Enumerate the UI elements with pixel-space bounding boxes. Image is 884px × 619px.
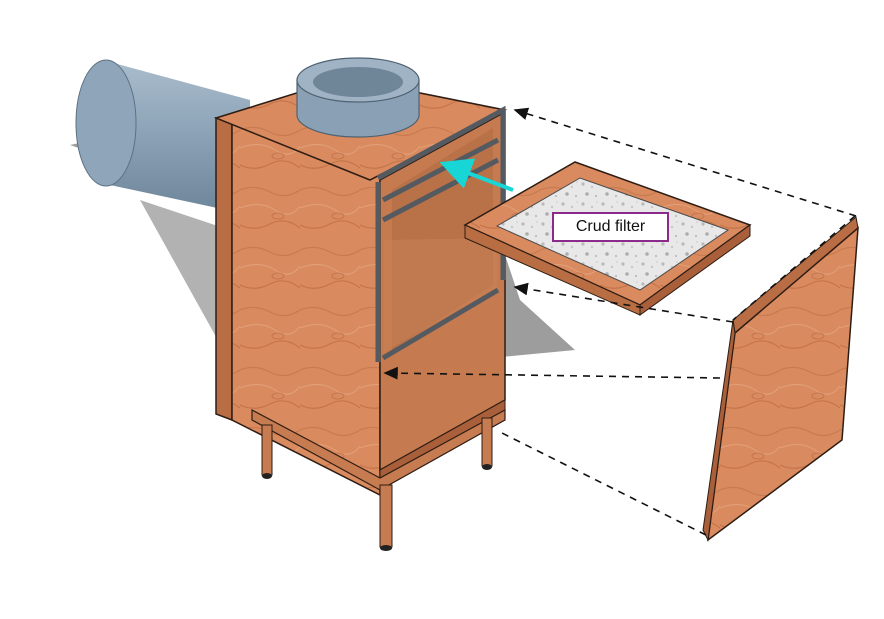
duct-collar <box>296 57 420 138</box>
insert-arrow <box>439 158 514 192</box>
cabinet-body <box>213 77 508 497</box>
assembly-guide-lines <box>383 107 857 536</box>
crud-filter-label: Crud filter <box>552 212 669 242</box>
cabinet-legs <box>261 417 493 551</box>
exhaust-duct <box>75 59 250 215</box>
side-panel <box>702 216 859 542</box>
